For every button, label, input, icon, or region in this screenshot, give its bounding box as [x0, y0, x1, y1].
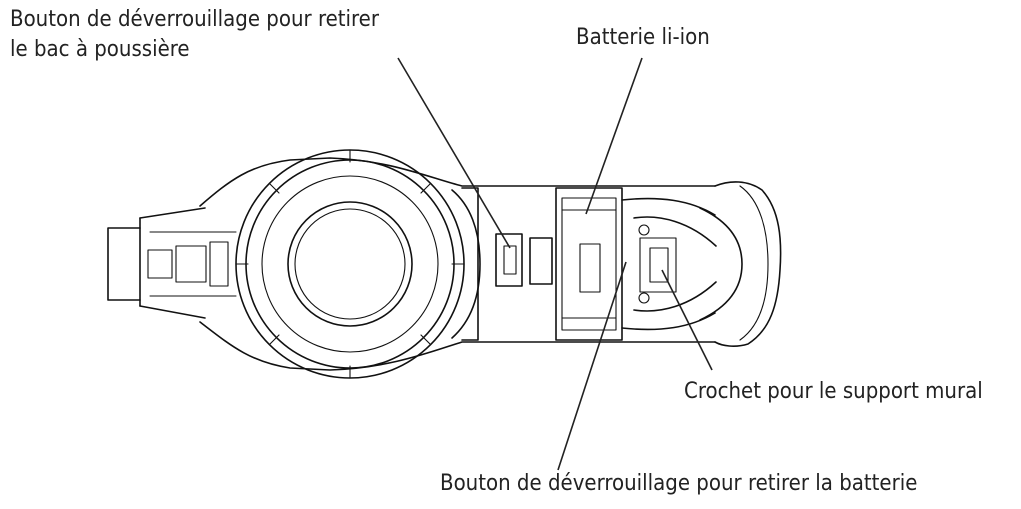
dust-bin — [235, 149, 465, 379]
leader-dust-release — [397, 57, 511, 249]
leader-battery — [585, 57, 643, 215]
body-outline — [199, 157, 716, 371]
label-wall-hook: Crochet pour le support mural — [684, 379, 983, 404]
leader-lines — [397, 57, 713, 471]
dust-bin-release-button — [451, 187, 553, 341]
label-dust-release-line2: le bac à poussière — [10, 37, 190, 62]
label-battery: Batterie li-ion — [576, 25, 710, 50]
battery-pack — [555, 187, 623, 341]
leader-wall-hook — [661, 269, 713, 371]
nozzle-connector — [107, 207, 237, 319]
label-battery-release: Bouton de déverrouillage pour retirer la… — [440, 471, 918, 496]
leader-battery-release — [557, 261, 627, 471]
label-dust-release-line1: Bouton de déverrouillage pour retirer — [10, 7, 379, 32]
handle — [621, 181, 782, 347]
